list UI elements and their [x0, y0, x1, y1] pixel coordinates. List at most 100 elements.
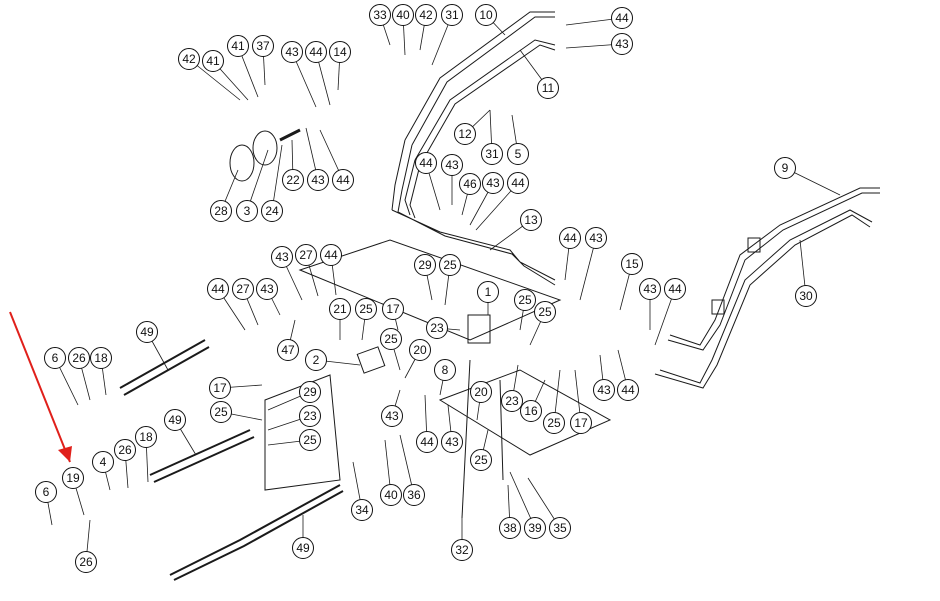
- callout-44: 44: [332, 169, 354, 191]
- callout-5: 5: [507, 143, 529, 165]
- callout-44: 44: [559, 227, 581, 249]
- callout-43: 43: [307, 169, 329, 191]
- pipe-11: [414, 39, 556, 166]
- callout-43: 43: [639, 278, 661, 300]
- callout-43: 43: [256, 278, 278, 300]
- callout-43: 43: [271, 246, 293, 268]
- callout-25: 25: [534, 301, 556, 323]
- pipe-10: [404, 11, 555, 146]
- callout-44: 44: [664, 278, 686, 300]
- callout-31: 31: [481, 143, 503, 165]
- callout-25: 25: [210, 401, 232, 423]
- callout-39: 39: [524, 517, 546, 539]
- callout-40: 40: [392, 4, 414, 26]
- callout-23: 23: [501, 390, 523, 412]
- callout-35: 35: [549, 517, 571, 539]
- callout-43: 43: [381, 405, 403, 427]
- callout-43: 43: [441, 431, 463, 453]
- callout-11: 11: [537, 77, 559, 99]
- callout-20: 20: [409, 339, 431, 361]
- callout-25: 25: [380, 328, 402, 350]
- callout-25: 25: [543, 412, 565, 434]
- callout-37: 37: [252, 35, 274, 57]
- callout-44: 44: [611, 7, 633, 29]
- callout-18: 18: [90, 347, 112, 369]
- callout-19: 19: [62, 467, 84, 489]
- callout-44: 44: [416, 431, 438, 453]
- pipe-9: [667, 187, 880, 351]
- clamp-30: [711, 299, 725, 315]
- callout-25: 25: [355, 298, 377, 320]
- callout-34: 34: [351, 499, 373, 521]
- callout-44: 44: [305, 41, 327, 63]
- callout-14: 14: [329, 41, 351, 63]
- callout-38: 38: [499, 517, 521, 539]
- callout-43: 43: [482, 172, 504, 194]
- callout-24: 24: [261, 200, 283, 222]
- callout-13: 13: [520, 209, 542, 231]
- callout-29: 29: [414, 254, 436, 276]
- callout-22: 22: [282, 169, 304, 191]
- callout-6: 6: [35, 481, 57, 503]
- rod-38: [499, 379, 504, 481]
- callout-32: 32: [451, 539, 473, 561]
- callout-44: 44: [507, 172, 529, 194]
- callout-46: 46: [459, 173, 481, 195]
- callout-17: 17: [209, 377, 231, 399]
- callout-30: 30: [795, 285, 817, 307]
- pipe-30: [654, 209, 873, 389]
- callout-16: 16: [520, 400, 542, 422]
- callout-41: 41: [227, 35, 249, 57]
- callout-25: 25: [439, 254, 461, 276]
- callout-41: 41: [202, 50, 224, 72]
- callout-21: 21: [329, 298, 351, 320]
- pipe-11-down: [404, 159, 421, 219]
- callout-49: 49: [292, 537, 314, 559]
- callout-15: 15: [621, 253, 643, 275]
- pipe-13: [391, 209, 556, 286]
- leader-frame-2: [438, 369, 612, 456]
- callout-49: 49: [136, 321, 158, 343]
- callout-42: 42: [178, 48, 200, 70]
- fitting-45: [279, 128, 301, 142]
- callout-28: 28: [210, 200, 232, 222]
- ring-3: [252, 130, 278, 166]
- callout-18: 18: [135, 426, 157, 448]
- indicator-arrow: [9, 311, 71, 463]
- callout-27: 27: [295, 244, 317, 266]
- clamp-9: [747, 237, 761, 253]
- callout-43: 43: [611, 33, 633, 55]
- callout-25: 25: [299, 429, 321, 451]
- rod-32: [461, 359, 471, 519]
- callout-1: 1: [477, 281, 499, 303]
- callout-10: 10: [475, 4, 497, 26]
- hose-49-a: [119, 339, 210, 396]
- callout-43: 43: [593, 379, 615, 401]
- callout-47: 47: [277, 339, 299, 361]
- callout-4: 4: [92, 451, 114, 473]
- callout-25: 25: [514, 289, 536, 311]
- callout-8: 8: [434, 359, 456, 381]
- callout-44: 44: [320, 244, 342, 266]
- callout-17: 17: [382, 298, 404, 320]
- callout-33: 33: [369, 4, 391, 26]
- callout-25: 25: [470, 449, 492, 471]
- callout-9: 9: [774, 157, 796, 179]
- callout-12: 12: [454, 123, 476, 145]
- callout-43: 43: [585, 227, 607, 249]
- callout-3: 3: [236, 200, 258, 222]
- callout-17: 17: [570, 412, 592, 434]
- hose-49-b: [149, 429, 255, 483]
- callout-44: 44: [617, 379, 639, 401]
- pipe-10-down: [391, 139, 413, 213]
- callout-27: 27: [232, 278, 254, 300]
- block-2: [356, 346, 386, 374]
- ring-28: [229, 144, 255, 182]
- callout-20: 20: [470, 381, 492, 403]
- callout-36: 36: [403, 484, 425, 506]
- callout-26: 26: [114, 439, 136, 461]
- callout-26: 26: [68, 347, 90, 369]
- callout-43: 43: [281, 41, 303, 63]
- callout-29: 29: [299, 381, 321, 403]
- callout-2: 2: [305, 349, 327, 371]
